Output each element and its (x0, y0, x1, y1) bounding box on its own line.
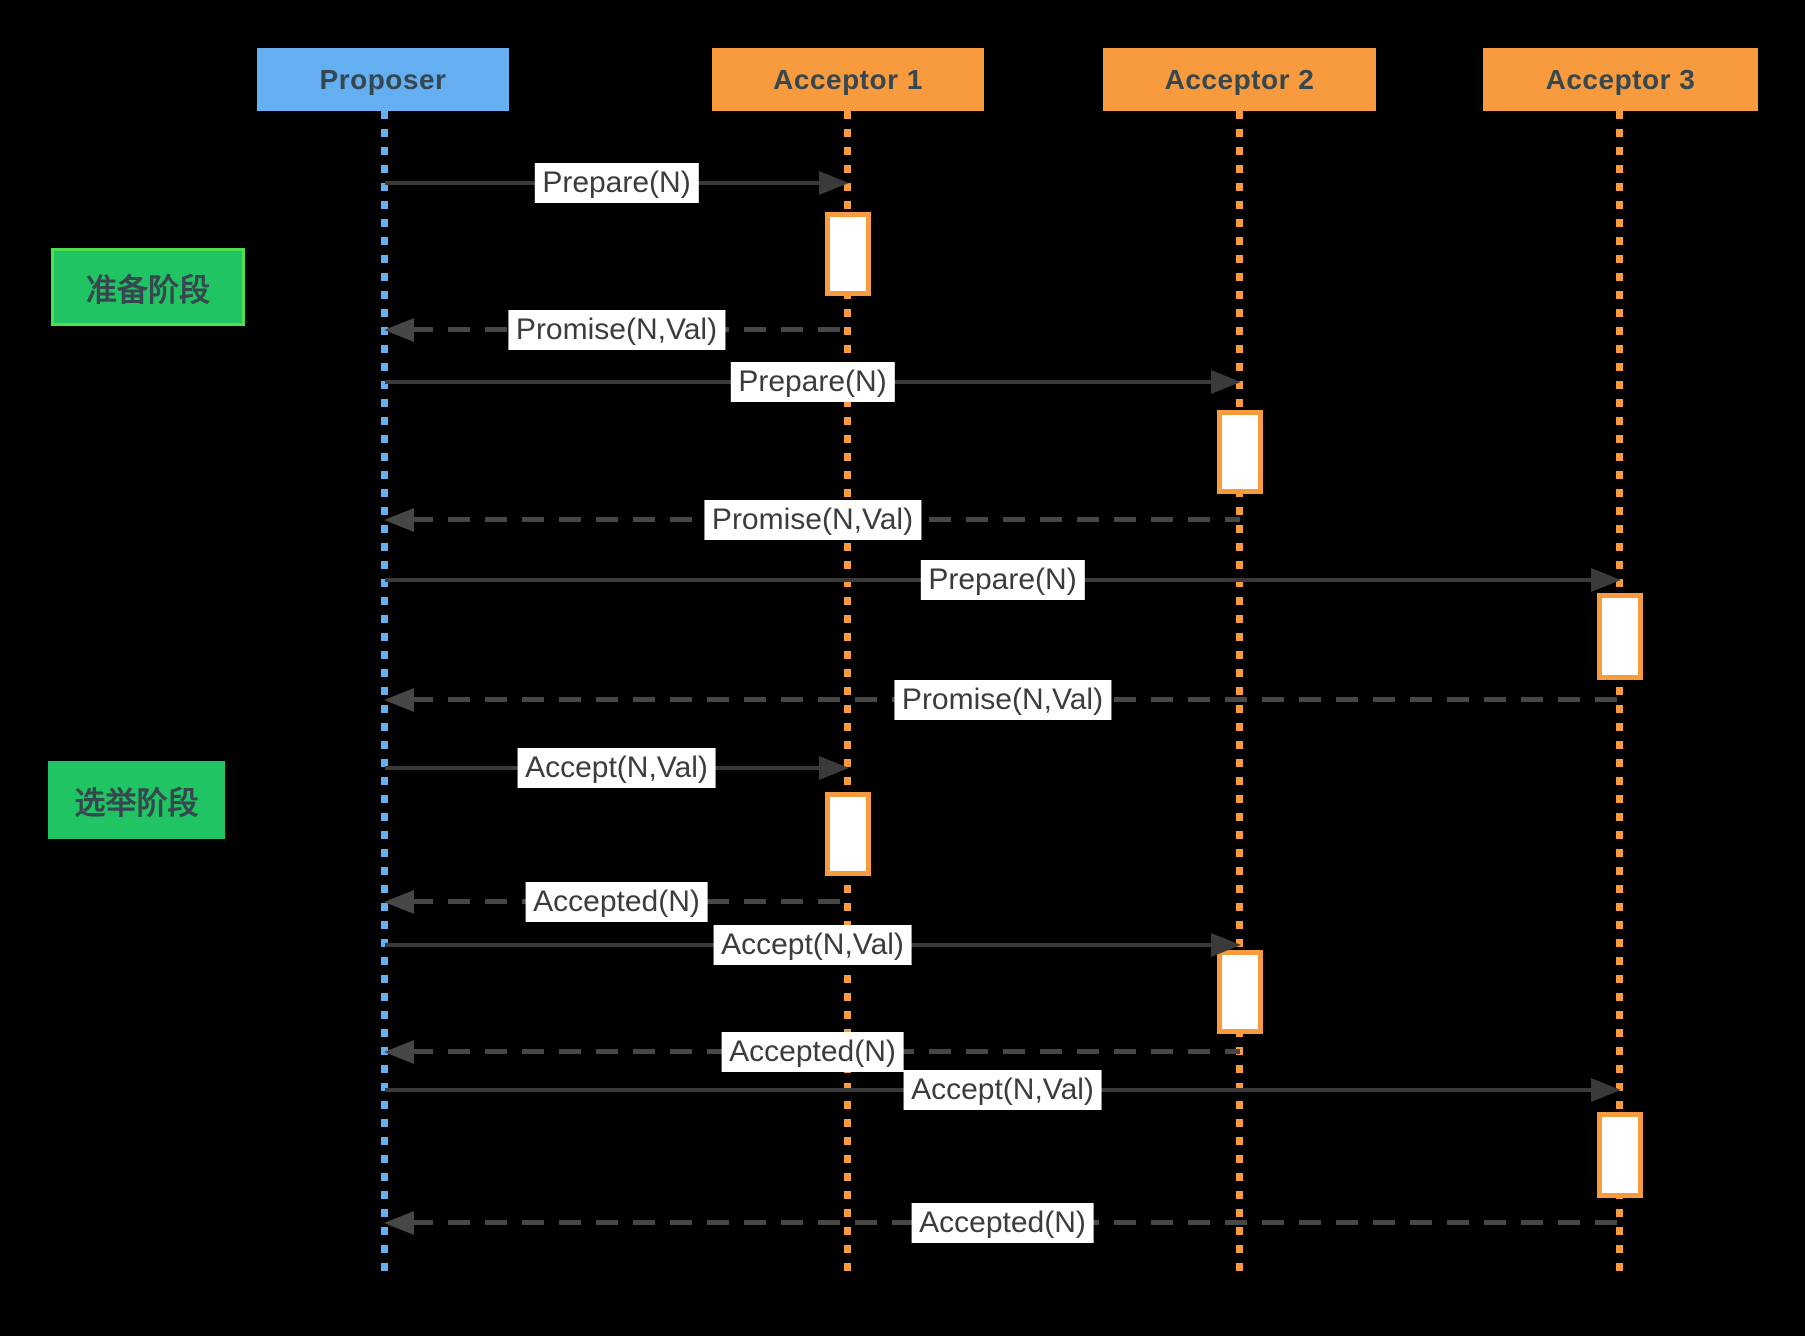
phase-election-text: 选举阶段 (74, 785, 199, 821)
arrowhead-left-icon (384, 890, 414, 914)
message-label: Prepare(N) (534, 163, 699, 203)
arrowhead-left-icon (384, 1211, 414, 1235)
message-label: Promise(N,Val) (703, 500, 922, 540)
message-label: Promise(N,Val) (507, 310, 726, 350)
arrowhead-left-icon (384, 1040, 414, 1064)
activation-acceptor1-accept (825, 792, 871, 876)
arrowhead-right-icon (1211, 370, 1241, 394)
phase-label-prepare: 准备阶段 (51, 248, 245, 326)
message-label: Prepare(N) (920, 560, 1085, 600)
arrowhead-right-icon (1591, 568, 1621, 592)
arrowhead-left-icon (384, 508, 414, 532)
message-label: Accepted(N) (911, 1203, 1094, 1243)
actor-proposer-label: Proposer (319, 63, 447, 95)
actor-acceptor2: Acceptor 2 (1103, 48, 1376, 111)
actor-acceptor3: Acceptor 3 (1483, 48, 1758, 111)
arrowhead-left-icon (384, 318, 414, 342)
actor-proposer: Proposer (257, 48, 509, 111)
activation-acceptor2-prepare (1217, 410, 1263, 494)
lifeline-acceptor3 (1616, 111, 1623, 1280)
lifeline-acceptor2 (1236, 111, 1243, 1280)
arrowhead-left-icon (384, 688, 414, 712)
activation-acceptor3-accept (1597, 1112, 1643, 1198)
phase-label-election: 选举阶段 (48, 761, 225, 839)
lifeline-acceptor1 (844, 111, 851, 1280)
arrowhead-right-icon (1211, 933, 1241, 957)
actor-acceptor3-label: Acceptor 3 (1545, 63, 1696, 95)
activation-acceptor2-accept (1217, 950, 1263, 1034)
activation-acceptor3-prepare (1597, 593, 1643, 680)
message-label: Accepted(N) (721, 1032, 904, 1072)
actor-acceptor2-label: Acceptor 2 (1164, 63, 1315, 95)
arrowhead-right-icon (1591, 1078, 1621, 1102)
message-label: Prepare(N) (730, 362, 895, 402)
message-label: Accepted(N) (525, 882, 708, 922)
activation-acceptor1-prepare (825, 212, 871, 296)
actor-acceptor1-label: Acceptor 1 (773, 63, 923, 95)
actor-acceptor1: Acceptor 1 (712, 48, 984, 111)
phase-prepare-text: 准备阶段 (86, 272, 210, 308)
message-label: Accept(N,Val) (903, 1070, 1102, 1110)
arrowhead-right-icon (819, 171, 849, 195)
message-label: Promise(N,Val) (893, 680, 1112, 720)
arrowhead-right-icon (819, 756, 849, 780)
message-label: Accept(N,Val) (517, 748, 716, 788)
message-label: Accept(N,Val) (713, 925, 912, 965)
